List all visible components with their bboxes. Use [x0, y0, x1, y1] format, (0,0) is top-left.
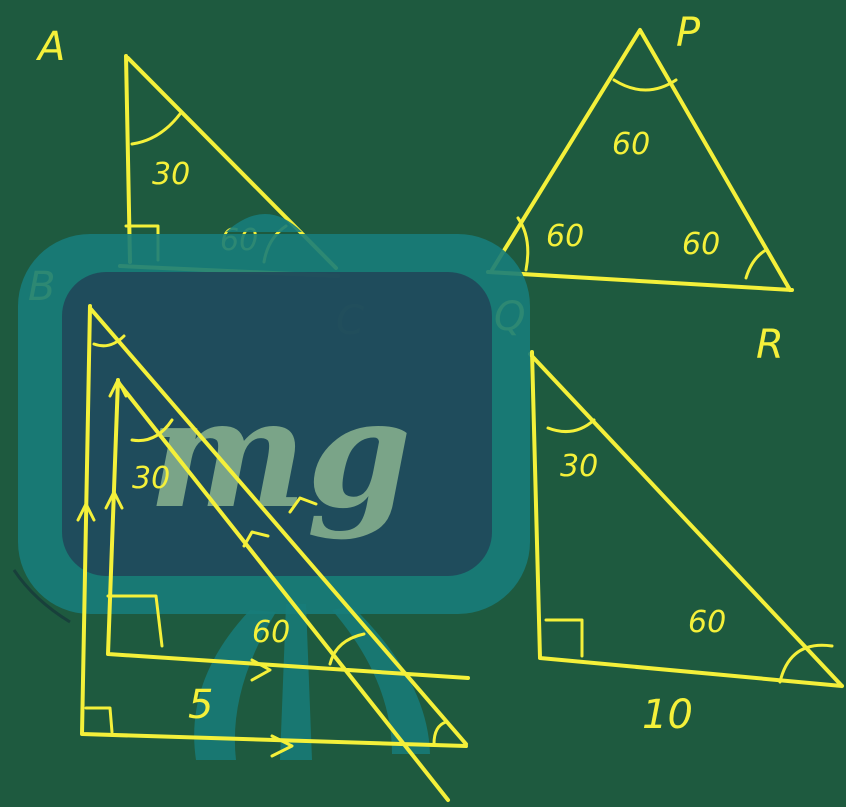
logo-easel-leg-right	[332, 606, 430, 754]
vertex-label-a: A	[35, 24, 65, 70]
side-label-lower: 5	[188, 682, 213, 728]
triangle-right: 30 60 10	[528, 350, 844, 738]
angle-label-q: 60	[546, 219, 584, 254]
angle-label-top-right: 30	[560, 449, 598, 484]
angle-label-top-lower: 30	[132, 461, 170, 496]
angle-arc-bottom-right	[778, 643, 834, 684]
angle-arc-top-outer	[92, 334, 126, 348]
angle-arc-r	[744, 248, 768, 280]
angle-arc-bottom-inner	[328, 632, 366, 666]
logo-motion-lines	[12, 569, 71, 624]
angle-arc-top-inner	[130, 418, 174, 443]
vertex-label-p: P	[676, 10, 701, 56]
watermark-text: mg	[148, 366, 412, 542]
right-angle-mark-outer	[84, 706, 114, 734]
triangle-right-sides	[528, 350, 844, 688]
angle-label-a: 30	[152, 157, 190, 192]
angle-arc-top-right	[546, 418, 596, 434]
triangle-pqr: P Q R 60 60 60	[486, 10, 794, 368]
vertex-label-r: R	[756, 322, 784, 368]
right-angle-mark-inner	[106, 594, 164, 648]
angle-label-bottom-right: 60	[688, 605, 726, 640]
angle-label-bottom-lower: 60	[252, 615, 290, 650]
base-label-right: 10	[642, 692, 693, 738]
parallel-arrows-diagonal	[242, 496, 318, 548]
logo-easel-top	[226, 214, 302, 232]
logo-screen	[62, 272, 492, 576]
angle-arc-bottom-outer	[432, 720, 448, 746]
angle-label-p: 60	[612, 127, 650, 162]
logo-easel-leg-middle	[280, 604, 312, 760]
watermark-logo: mg	[12, 214, 530, 760]
triangle-lower-left: 30 60 5	[76, 304, 470, 802]
angle-arc-q	[516, 216, 530, 272]
triangle-lower-left-inner-sides	[106, 378, 470, 802]
right-angle-mark-bottom	[544, 618, 584, 658]
angle-arc-a	[130, 112, 182, 146]
triangle-pqr-sides	[486, 28, 794, 292]
angle-label-r: 60	[682, 227, 720, 262]
parallel-arrows-vertical	[76, 378, 128, 522]
parallel-arrows-horizontal	[250, 658, 294, 758]
logo-easel-leg-left	[194, 610, 276, 760]
angle-arc-p	[612, 78, 678, 92]
